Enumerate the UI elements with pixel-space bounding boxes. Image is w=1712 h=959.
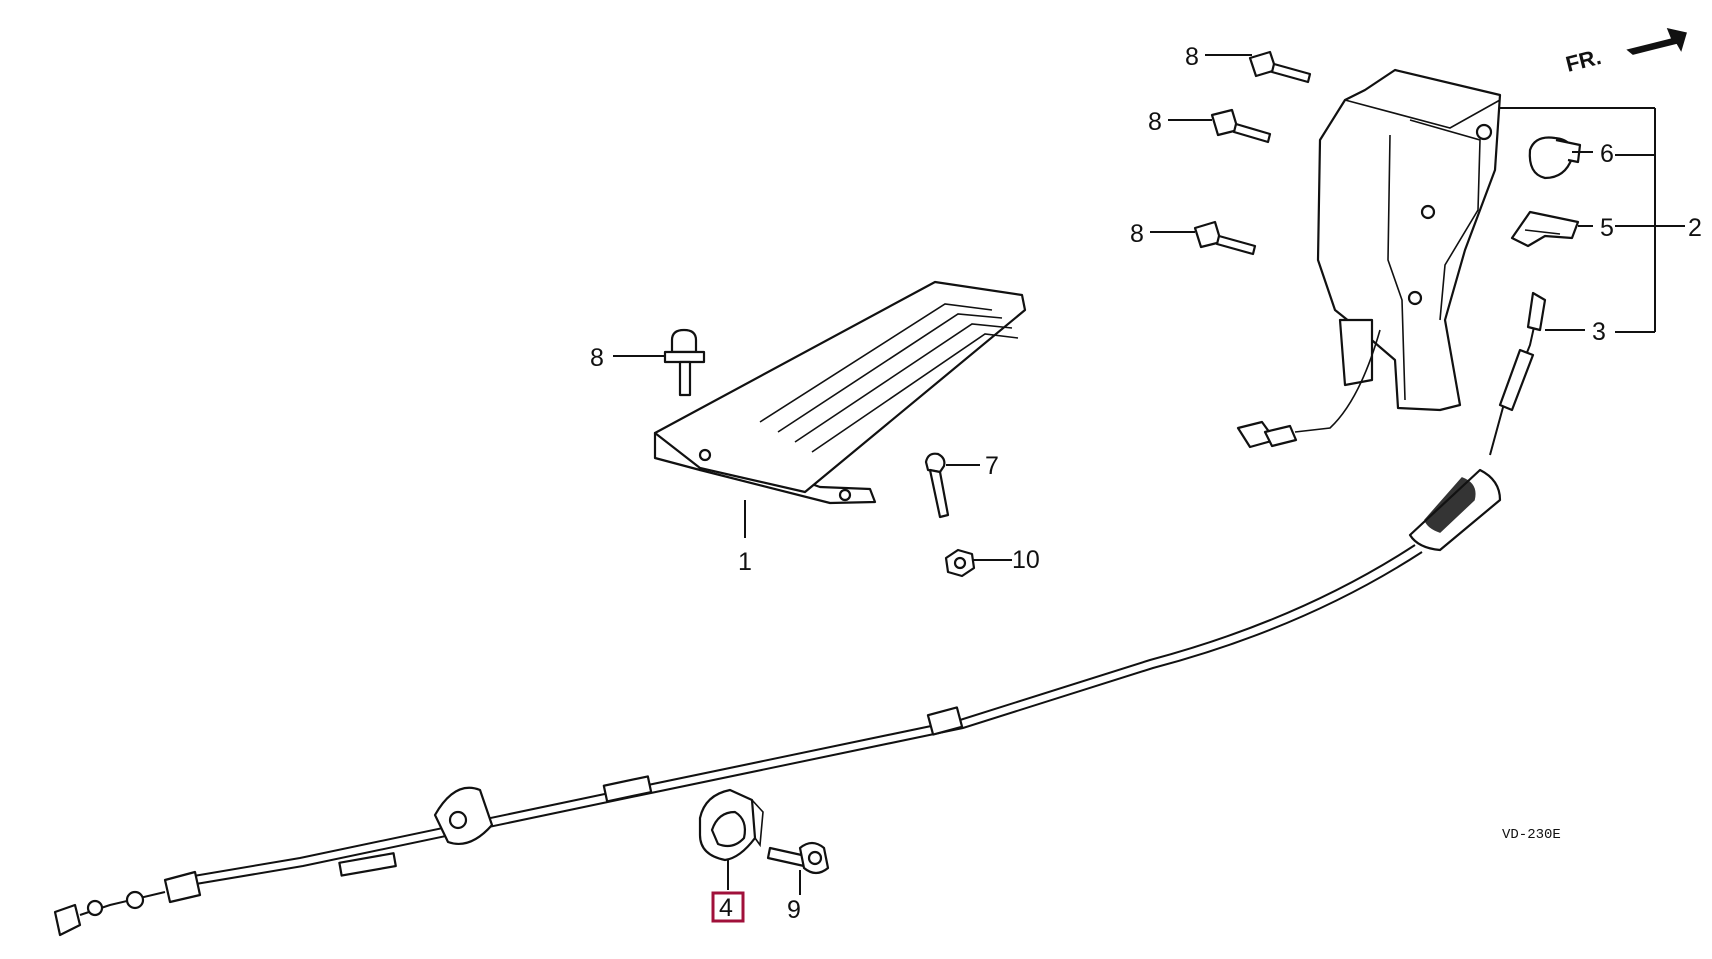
cable-clamp xyxy=(698,788,764,862)
pedal-stopper xyxy=(1528,136,1582,180)
callout-5: 5 xyxy=(1600,214,1614,242)
callout-8-middle: 8 xyxy=(1130,220,1144,248)
throttle-cable xyxy=(53,291,1547,937)
flange-bolt-pedal xyxy=(663,328,706,397)
pedal-bracket-assembly xyxy=(1236,68,1502,449)
flange-bolt-upper xyxy=(1210,108,1272,144)
callout-8-upper: 8 xyxy=(1148,108,1162,136)
front-label: FR. xyxy=(1563,44,1603,77)
callout-2: 2 xyxy=(1688,214,1702,242)
callout-3: 3 xyxy=(1592,318,1606,346)
callout-9: 9 xyxy=(787,896,801,924)
front-direction-indicator: FR. xyxy=(1563,27,1687,77)
highlight-box-4[interactable] xyxy=(711,891,745,923)
callout-8-top: 8 xyxy=(1185,43,1199,71)
callout-1: 1 xyxy=(738,548,752,576)
clamp-bolt xyxy=(766,841,830,875)
pedal-bolt xyxy=(924,452,950,519)
callout-6: 6 xyxy=(1600,140,1614,168)
callout-4[interactable]: 4 xyxy=(719,894,733,922)
diagram-code: VD-230E xyxy=(1502,827,1561,843)
front-arrow-icon xyxy=(1626,27,1687,55)
accelerator-pedal xyxy=(653,280,1027,505)
retaining-clip xyxy=(1510,210,1580,248)
callout-8-pedal: 8 xyxy=(590,344,604,372)
flange-bolt-middle xyxy=(1193,220,1257,256)
callout-7: 7 xyxy=(985,452,999,480)
hex-nut xyxy=(944,548,976,578)
callout-labels: 8 8 8 8 7 10 1 6 5 2 3 9 4 xyxy=(590,43,1702,924)
leader-lines xyxy=(613,54,1685,895)
flange-bolt-top xyxy=(1248,50,1312,84)
callout-10: 10 xyxy=(1012,546,1040,574)
